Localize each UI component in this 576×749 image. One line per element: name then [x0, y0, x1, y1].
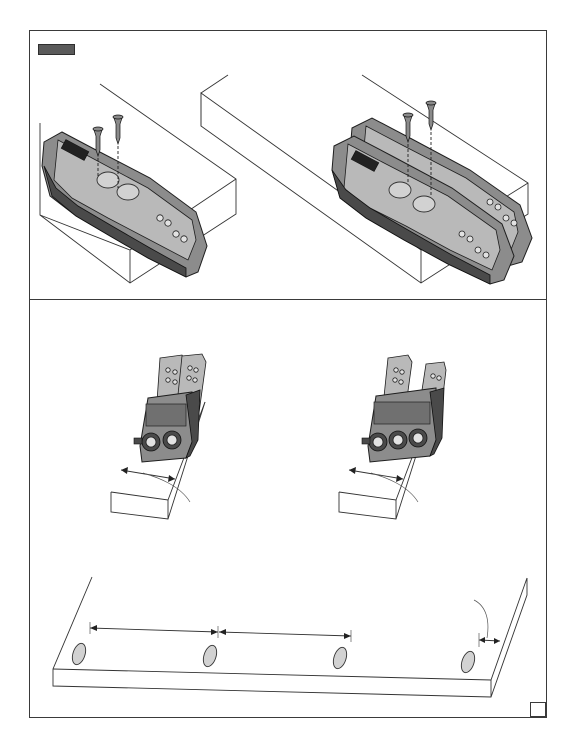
screw-icon — [93, 115, 123, 156]
two-jig-assembly — [111, 354, 206, 519]
edge-dimension — [474, 600, 500, 647]
drill-guide-hole — [117, 184, 139, 200]
spacing-dimension — [90, 622, 351, 642]
dimension-arrow — [121, 467, 190, 502]
pocket-hole-spacing-board — [53, 577, 527, 697]
dimension-arrow — [349, 467, 418, 502]
pocket-holes — [70, 642, 477, 675]
jig-trio — [362, 355, 446, 462]
single-jig-on-board — [40, 84, 236, 283]
double-jig-on-board — [201, 75, 532, 284]
long-board — [53, 577, 527, 697]
screw-icon — [403, 101, 436, 142]
jig-single — [42, 132, 207, 277]
drill-guide-hole — [97, 172, 119, 188]
jig-pair-2 — [134, 354, 206, 462]
three-jig-assembly — [339, 355, 446, 519]
